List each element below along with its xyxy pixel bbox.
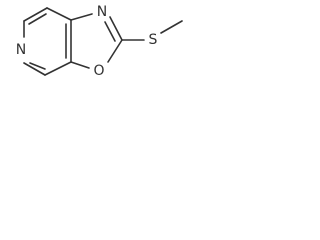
bond-c2-o1 [107, 39, 123, 63]
atom-label-ring-n: N [16, 42, 26, 58]
atom-label-ring-o: O [93, 63, 104, 79]
atom-label-imine-n: N [97, 4, 107, 20]
bond-c4-c5-inner [28, 13, 47, 25]
bond-s-ch3 [160, 20, 183, 34]
bond-o1-c7a [70, 61, 90, 69]
bond-n3-c2 [109, 16, 123, 41]
bond-n3-c2-inner [104, 21, 116, 42]
structure-diagram: N N O S [16, 4, 183, 79]
atom-label-thio-s: S [149, 32, 158, 48]
bond-c7-c7a [44, 61, 72, 76]
bond-n6-c7 [23, 62, 46, 76]
bond-n6-c7-inner [29, 62, 46, 70]
bond-c4-c3a [46, 7, 72, 21]
bond-c4-c5 [23, 7, 48, 22]
bond-c3a-n3 [70, 13, 93, 21]
